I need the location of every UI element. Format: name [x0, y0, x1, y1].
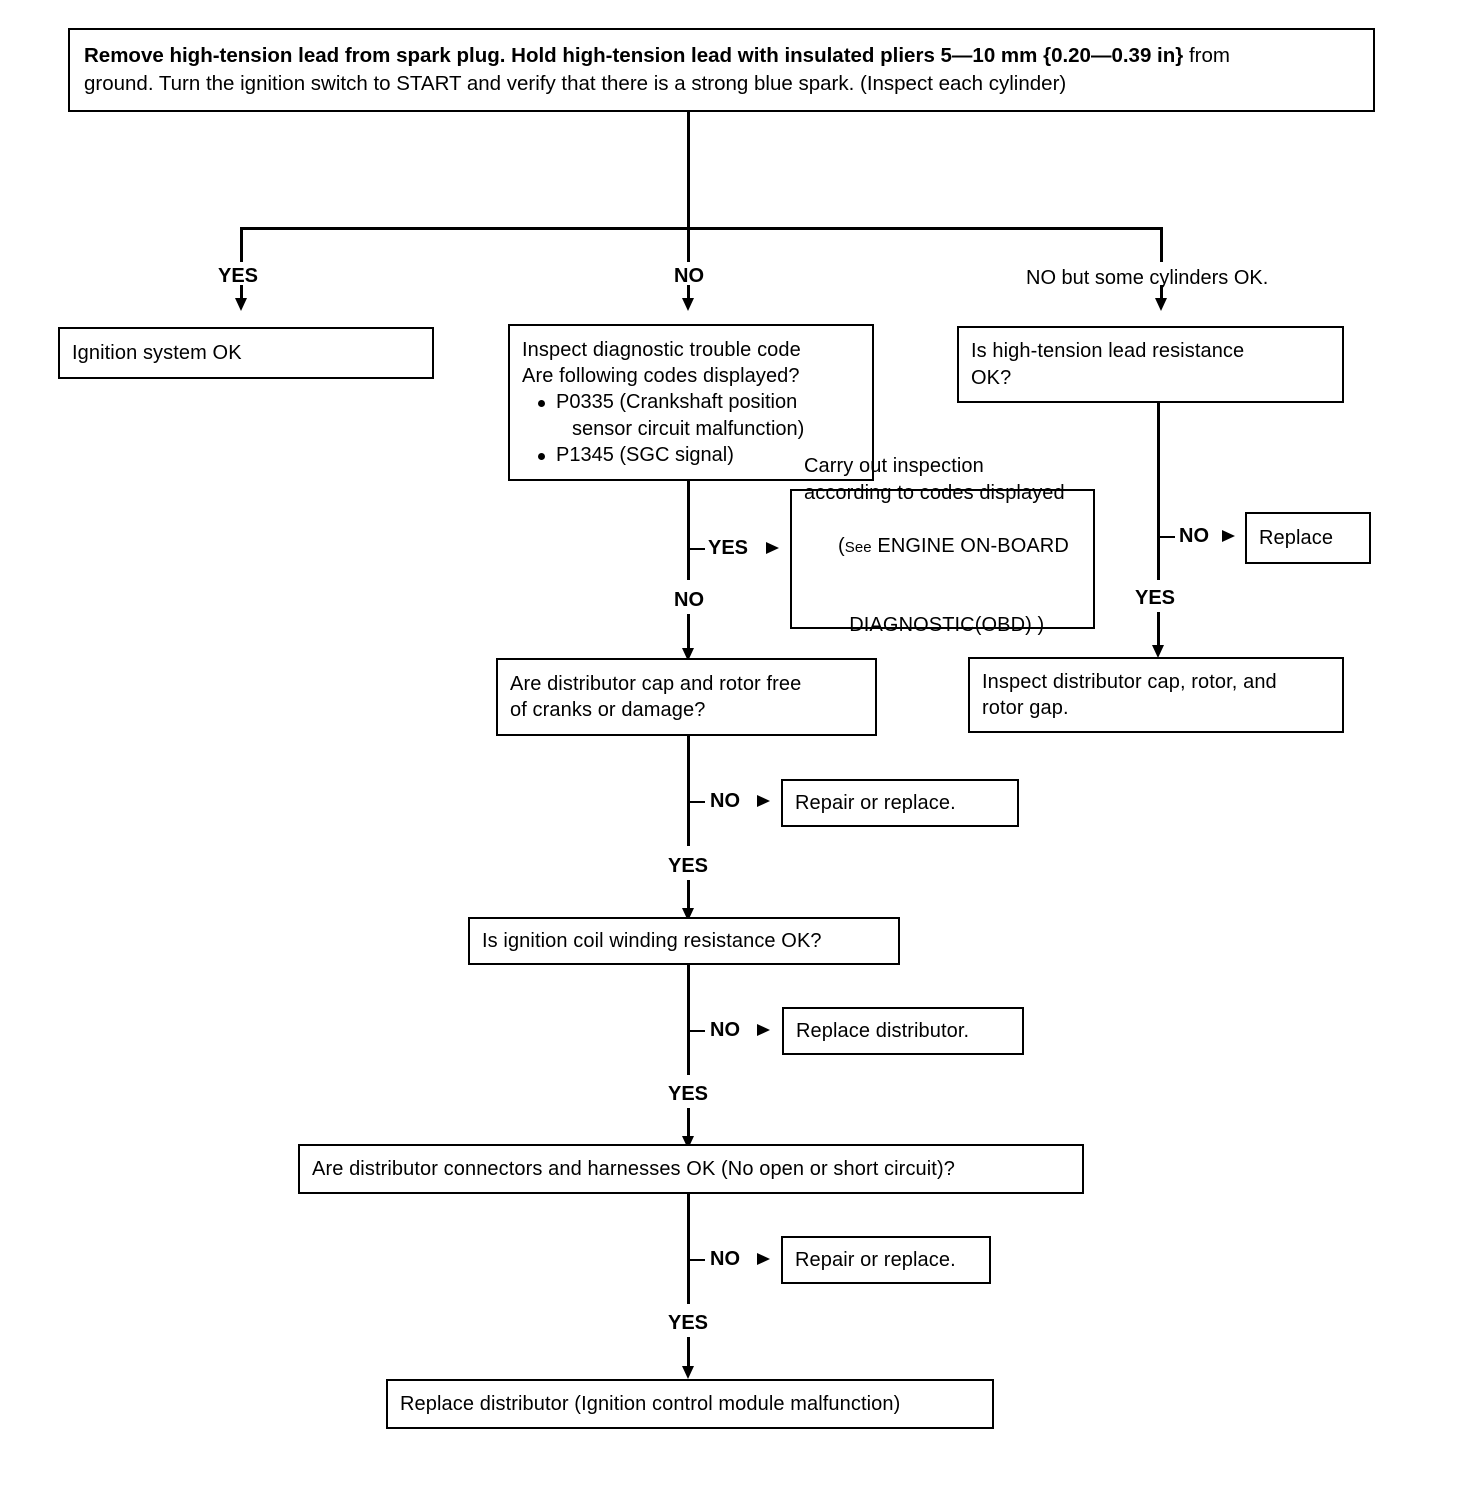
node-repair-or-replace-1: Repair or replace. [781, 779, 1019, 827]
edge-no-center-drop [687, 227, 690, 262]
node-ht-lead-resistance: Is high-tension lead resistance OK? [957, 326, 1344, 403]
node-coil-text: Is ignition coil winding resistance OK? [482, 929, 822, 952]
node-carry-out-line3: (See ENGINE ON-BOARD [804, 506, 1081, 585]
node-inspect-cap-line1: Inspect distributor cap, rotor, and [982, 670, 1277, 693]
edge-label-ht-yes: YES [1135, 587, 1176, 609]
node-ht-lead-line1: Is high-tension lead resistance [971, 340, 1245, 363]
node-cap-rotor-line1: Are distributor cap and rotor free [510, 672, 802, 695]
edge-cap-down [687, 736, 690, 846]
edge-coil-no-tick [687, 1030, 705, 1032]
node-replace-dist1-text: Replace distributor. [796, 1019, 970, 1042]
arrowhead-cap-no [757, 795, 770, 807]
edge-ht-down [1157, 403, 1160, 580]
node-ignition-system-ok: Ignition system OK [58, 327, 434, 379]
node-replace: Replace [1245, 512, 1371, 564]
edge-cap-no-tick [687, 801, 705, 803]
edge-coil-yes-down [687, 1108, 690, 1140]
node-carry-out-line4-a: DIAGNOSTIC [837, 613, 975, 636]
node-inspect-cap-line2: rotor gap. [982, 697, 1069, 719]
edge-yes-left-drop2 [240, 285, 243, 303]
node-connectors-text: Are distributor connectors and harnesses… [312, 1157, 955, 1180]
arrowhead-ht-yes [1152, 645, 1164, 658]
node-inspect-cap-rotor-gap: Inspect distributor cap, rotor, and roto… [968, 657, 1344, 733]
edge-label-coil-no: NO [710, 1019, 740, 1041]
edge-label-conn-yes: YES [668, 1312, 709, 1334]
edge-label-coil-yes: YES [668, 1083, 709, 1105]
node-start-line2: ground. Turn the ignition switch to STAR… [84, 72, 1067, 95]
arrowhead-no-center [682, 298, 694, 311]
node-carry-out-line4: DIAGNOSTIC(OBD) ) [804, 585, 1081, 664]
edge-ht-yes-down [1157, 612, 1160, 649]
node-cap-rotor-free: Are distributor cap and rotor free of cr… [496, 658, 877, 736]
node-carry-out-line3-ref: ENGINE ON-BOARD [871, 534, 1069, 557]
node-inspect-dtc: Inspect diagnostic trouble code Are foll… [508, 324, 874, 481]
node-carry-out-line1: Carry out inspection [804, 455, 984, 478]
node-carry-out-line4-b: (OBD) ) [974, 613, 1045, 636]
edge-no-right-drop [1160, 227, 1163, 262]
edge-no-right-drop2 [1160, 285, 1163, 303]
edge-split-bar [240, 227, 1162, 230]
edge-label-no-center: NO [674, 265, 704, 287]
edge-label-cap-no: NO [710, 790, 740, 812]
arrowhead-no-right [1155, 298, 1167, 311]
node-repair1-text: Repair or replace. [795, 791, 956, 814]
arrowhead-conn-no [757, 1253, 770, 1265]
edge-conn-no-tick [687, 1259, 705, 1261]
arrowhead-dtc-no [682, 648, 694, 661]
arrowhead-coil-no [757, 1024, 770, 1036]
edge-ht-no-tick [1157, 536, 1175, 538]
node-start-line1-tail: from [1183, 43, 1230, 67]
node-start-line1: Remove high-tension lead from spark plug… [84, 43, 1184, 67]
edge-conn-down [687, 1194, 690, 1304]
node-carry-out-line2: according to codes displayed [804, 481, 1065, 504]
edge-label-ht-no: NO [1179, 525, 1209, 547]
edge-dtc-yes-tick [687, 548, 705, 550]
node-inspect-dtc-line1: Inspect diagnostic trouble code [522, 338, 801, 361]
node-final-text: Replace distributor (Ignition control mo… [400, 1392, 901, 1415]
node-ignition-system-ok-text: Ignition system OK [72, 341, 242, 364]
node-inspect-dtc-bullet1: P0335 (Crankshaft position [522, 389, 860, 415]
node-inspect-dtc-bullet2: P1345 (SGC signal) [522, 442, 860, 468]
edge-label-no-right: NO but some cylinders OK. [1026, 267, 1269, 289]
node-carry-out-line3-see: See [844, 538, 872, 556]
node-replace-distributor-1: Replace distributor. [782, 1007, 1024, 1055]
node-cap-rotor-line2: of cranks or damage? [510, 699, 706, 721]
node-repair2-text: Repair or replace. [795, 1248, 956, 1271]
node-carry-out-inspection: Carry out inspection according to codes … [790, 455, 1095, 636]
arrowhead-conn-yes [682, 1366, 694, 1379]
node-inspect-dtc-bullet1-cont: sensor circuit malfunction) [572, 417, 805, 440]
arrowhead-ht-no [1222, 530, 1235, 542]
edge-start-trunk [687, 112, 690, 229]
node-carry-out-line3-open: ( [837, 534, 845, 557]
edge-dtc-no-down [687, 614, 690, 652]
node-replace-text: Replace [1259, 526, 1334, 549]
node-replace-distributor-final: Replace distributor (Ignition control mo… [386, 1379, 994, 1429]
edge-cap-yes-down [687, 880, 690, 912]
edge-label-cap-yes: YES [668, 855, 709, 877]
node-inspect-dtc-line2: Are following codes displayed? [522, 364, 800, 387]
edge-label-conn-no: NO [710, 1248, 740, 1270]
edge-label-dtc-no: NO [674, 589, 704, 611]
node-distributor-connectors: Are distributor connectors and harnesses… [298, 1144, 1084, 1194]
node-start: Remove high-tension lead from spark plug… [68, 28, 1375, 112]
edge-coil-down [687, 965, 690, 1075]
edge-conn-yes-down [687, 1337, 690, 1370]
edge-label-dtc-yes: YES [708, 537, 749, 559]
edge-dtc-down [687, 481, 690, 580]
edge-yes-left-drop [240, 227, 243, 262]
node-coil-winding-resistance: Is ignition coil winding resistance OK? [468, 917, 900, 965]
node-ht-lead-line2: OK? [971, 366, 1012, 389]
arrowhead-dtc-yes [766, 542, 779, 554]
arrowhead-yes-left [235, 298, 247, 311]
edge-label-yes-left: YES [218, 265, 259, 287]
edge-no-center-drop2 [687, 285, 690, 303]
node-repair-or-replace-2: Repair or replace. [781, 1236, 991, 1284]
